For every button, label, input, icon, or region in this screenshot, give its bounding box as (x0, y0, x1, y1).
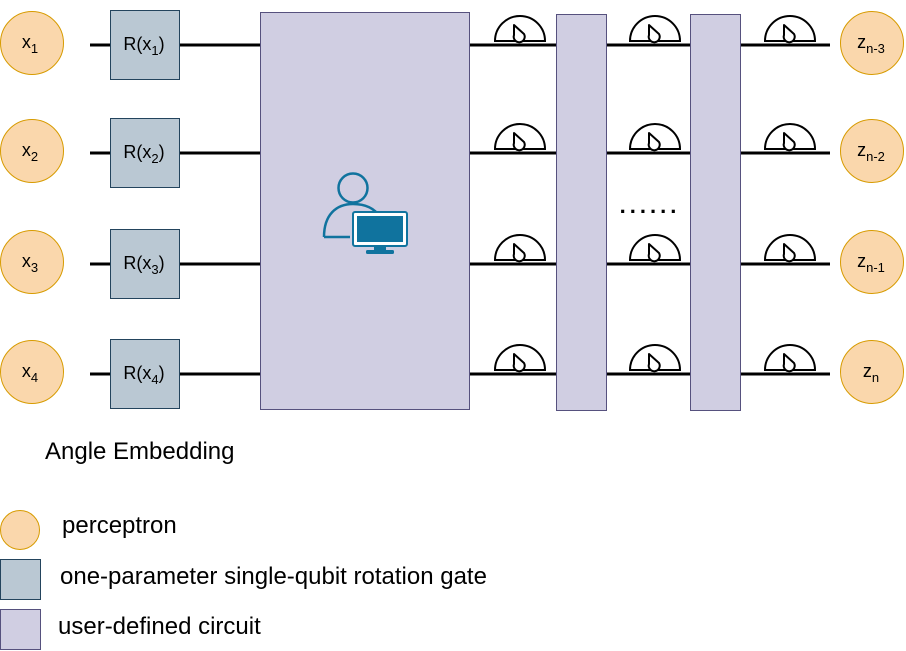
gate-label-2-subscript: 2 (151, 151, 158, 166)
ellipsis: ...... (620, 193, 681, 218)
gate-label-1: R(x1) (123, 34, 164, 58)
input-perceptron-2 (0, 119, 64, 183)
output-perceptron-4 (840, 340, 904, 404)
gate-label-3-base: R(x (123, 253, 151, 273)
input-label-2-base: x (22, 140, 31, 160)
measurement-meter-icon (763, 344, 817, 373)
output-label-1-base: z (857, 32, 866, 52)
input-label-4-base: x (22, 361, 31, 381)
input-label-2: x2 (22, 140, 38, 164)
output-perceptrons: zn-3zn-2zn-1zn (840, 11, 904, 404)
rotation-gates: R(x1)R(x2)R(x3)R(x4) (110, 10, 180, 409)
measurement-meter-icon (493, 344, 547, 373)
legend-label-gate: one-parameter single-qubit rotation gate (60, 563, 487, 590)
rotation-gate-4 (110, 339, 180, 409)
output-perceptron-1 (840, 11, 904, 75)
measurement-meter-icon (493, 123, 547, 152)
output-perceptron-3 (840, 230, 904, 294)
gate-label-3-suffix: ) (159, 253, 165, 273)
gate-label-1-base: R(x (123, 34, 151, 54)
output-label-1-subscript: n-3 (866, 41, 885, 56)
rotation-gate-1 (110, 10, 180, 80)
input-perceptron-1 (0, 11, 64, 75)
input-label-3-subscript: 3 (31, 260, 38, 275)
measurement-meter-icon (763, 15, 817, 44)
input-label-4-subscript: 4 (31, 370, 38, 385)
input-label-4: x4 (22, 361, 38, 385)
gate-label-2-base: R(x (123, 142, 151, 162)
output-label-4-base: z (863, 361, 872, 381)
qubit-wires (90, 43, 830, 376)
user-computer-icon (322, 172, 408, 254)
measurement-meter-icon (493, 234, 547, 263)
input-perceptron-4 (0, 340, 64, 404)
gate-label-1-subscript: 1 (151, 43, 158, 58)
measurement-meter-icon (628, 234, 682, 263)
gate-label-4-suffix: ) (159, 363, 165, 383)
circuit-layer-1 (556, 14, 607, 411)
gate-label-4: R(x4) (123, 363, 164, 387)
input-label-1-subscript: 1 (31, 41, 38, 56)
legend-perceptron-swatch (0, 510, 40, 550)
diagram-caption: Angle Embedding (45, 438, 235, 465)
input-perceptron-3 (0, 230, 64, 294)
output-label-3-subscript: n-1 (866, 260, 885, 275)
input-label-3-base: x (22, 251, 31, 271)
gate-label-1-suffix: ) (159, 34, 165, 54)
circuit-layer-2 (690, 14, 741, 411)
measurement-meter-icon (628, 15, 682, 44)
measurement-meter-icon (628, 123, 682, 152)
measurement-meter-icon (493, 15, 547, 44)
output-label-2-subscript: n-2 (866, 149, 885, 164)
output-label-4: zn (863, 361, 879, 385)
input-label-2-subscript: 2 (31, 149, 38, 164)
legend-label-circuit: user-defined circuit (58, 613, 261, 640)
output-label-1: zn-3 (857, 32, 885, 56)
rotation-gate-2 (110, 118, 180, 188)
measurement-meter-icon (628, 344, 682, 373)
output-label-4-subscript: n (872, 370, 879, 385)
rotation-gate-3 (110, 229, 180, 299)
legend-gate-swatch (0, 559, 41, 600)
input-label-1: x1 (22, 32, 38, 56)
legend-circuit-swatch (0, 609, 41, 650)
input-label-1-base: x (22, 32, 31, 52)
measurement-meter-icon (763, 234, 817, 263)
gate-label-3: R(x3) (123, 253, 164, 277)
output-label-2: zn-2 (857, 140, 885, 164)
measurement-meter-icon (763, 123, 817, 152)
gate-label-2: R(x2) (123, 142, 164, 166)
input-label-3: x3 (22, 251, 38, 275)
output-label-3-base: z (857, 251, 866, 271)
output-label-2-base: z (857, 140, 866, 160)
output-perceptron-2 (840, 119, 904, 183)
legend-label-perceptron: perceptron (62, 512, 177, 539)
gate-label-4-base: R(x (123, 363, 151, 383)
gate-label-3-subscript: 3 (151, 262, 158, 277)
output-label-3: zn-1 (857, 251, 885, 275)
measurements (493, 15, 817, 373)
gate-label-2-suffix: ) (159, 142, 165, 162)
gate-label-4-subscript: 4 (151, 372, 158, 387)
